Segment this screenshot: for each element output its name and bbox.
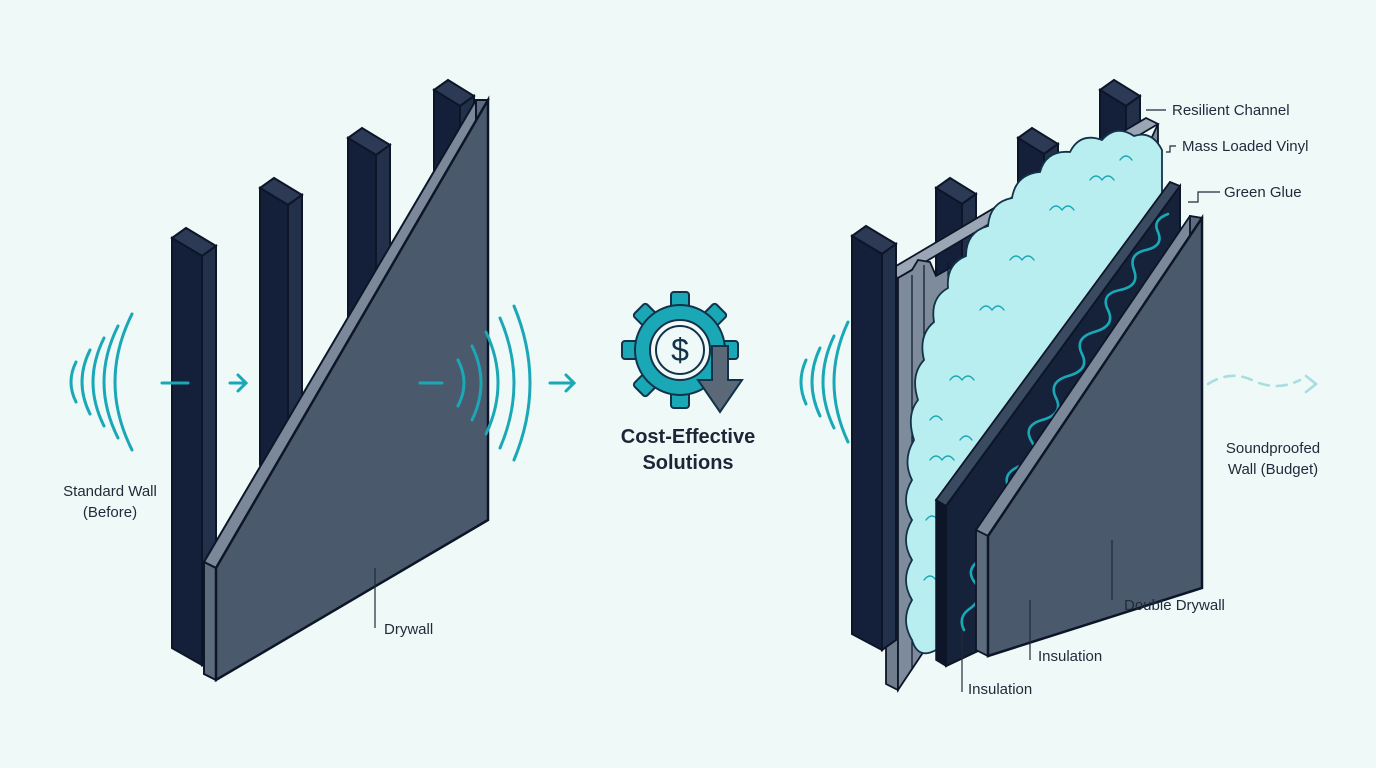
- leader-lines: [961, 109, 1220, 692]
- sound-wave-exit-icon: [418, 304, 577, 462]
- insulation-label-inner: Insulation: [1038, 648, 1103, 665]
- center-title-line2: Solutions: [642, 452, 734, 474]
- drywall-label: Drywall: [384, 621, 434, 638]
- standard-wall-caption: Standard Wall (Before): [40, 481, 180, 523]
- arrow-right-icon: [228, 373, 249, 393]
- standard-wall-caption-line2: (Before): [82, 504, 138, 521]
- standard-wall: [170, 78, 490, 683]
- sound-wave-incoming-icon: [799, 320, 850, 444]
- stud-1: [170, 226, 218, 667]
- green-glue-label: Green Glue: [1224, 184, 1302, 201]
- gear-dollar-icon: [621, 291, 744, 414]
- front-stud: [850, 224, 898, 652]
- drywall-panel: [202, 95, 490, 683]
- dollar-symbol: $: [671, 332, 689, 368]
- center-title: Cost-Effective Solutions: [600, 424, 776, 476]
- standard-wall-caption-line1: Standard Wall: [63, 483, 157, 500]
- faint-exit-arrow-icon: [1206, 374, 1302, 388]
- arrow-right-icon: [1304, 374, 1319, 394]
- resilient-channel-label: Resilient Channel: [1172, 102, 1290, 119]
- soundproofed-wall-caption-line2: Wall (Budget): [1227, 461, 1319, 478]
- double-drywall-panel: [974, 213, 1204, 658]
- arrow-right-icon: [548, 373, 577, 393]
- center-title-line1: Cost-Effective: [620, 426, 756, 448]
- insulation-label-outer: Insulation: [968, 681, 1033, 698]
- soundproofed-wall: [850, 78, 1204, 693]
- sound-wave-icon: [69, 312, 134, 452]
- soundproofed-wall-caption: Soundproofed Wall (Budget): [1208, 438, 1338, 480]
- mass-loaded-vinyl-label: Mass Loaded Vinyl: [1182, 138, 1309, 155]
- soundproofed-wall-caption-line1: Soundproofed: [1225, 440, 1321, 457]
- double-drywall-label: Double Drywall: [1124, 597, 1225, 614]
- down-arrow-icon: [696, 345, 744, 414]
- sound-arrows-left: [160, 373, 249, 393]
